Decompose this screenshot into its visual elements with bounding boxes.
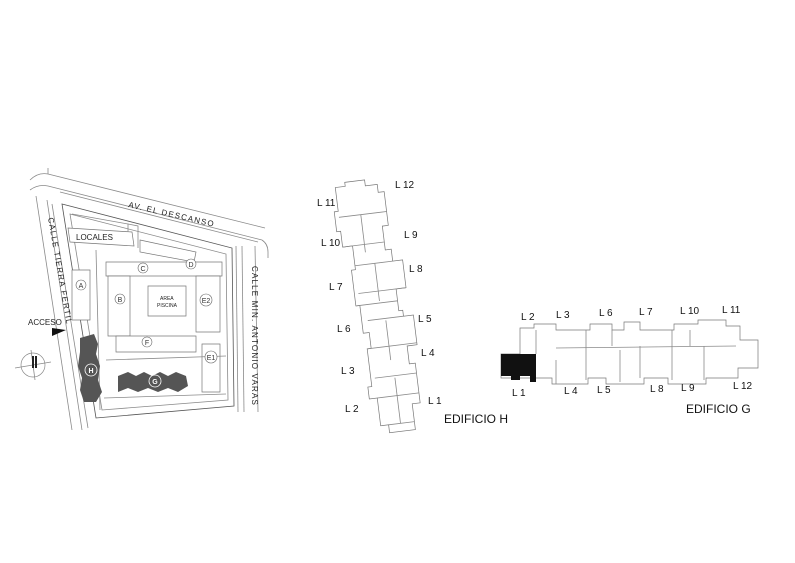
block-f-marker: F xyxy=(141,336,153,348)
block-b-marker: B xyxy=(114,293,126,305)
locales-building xyxy=(67,213,139,248)
unit-g-l4: L 4 xyxy=(564,386,578,397)
unit-g-l8: L 8 xyxy=(650,384,664,395)
block-c-marker: C xyxy=(137,262,149,274)
unit-h-l8: L 8 xyxy=(409,264,423,275)
locales-label: LOCALES xyxy=(76,233,113,242)
unit-h-l12: L 12 xyxy=(395,180,415,191)
unit-h-l1: L 1 xyxy=(428,396,442,407)
svg-text:E1: E1 xyxy=(207,355,216,362)
unit-g-l5: L 5 xyxy=(597,385,611,396)
svg-text:B: B xyxy=(118,297,123,304)
edificio-g-title: EDIFICIO G xyxy=(686,402,751,416)
unit-g-l10: L 10 xyxy=(680,306,700,317)
unit-g-l7: L 7 xyxy=(639,307,653,318)
building-g-footprint: G xyxy=(118,372,188,392)
street-label-east: CALLE MIN. ANTONIO VARAS xyxy=(250,266,259,406)
unit-h-l6: L 6 xyxy=(337,324,351,335)
block-e1-marker: E1 xyxy=(204,350,218,364)
unit-h-l10: L 10 xyxy=(321,238,341,249)
block-e2-marker: E2 xyxy=(199,293,213,307)
access-arrow-icon xyxy=(52,328,66,336)
unit-h-l11: L 11 xyxy=(317,198,336,209)
pool-area-label-2: PISCINA xyxy=(157,303,178,309)
unit-h-l5: L 5 xyxy=(418,314,432,325)
edificio-g-plan: L 2 L 3 L 6 L 7 L 10 L 11 L 1 L 4 L 5 L … xyxy=(500,305,759,416)
unit-g-l9: L 9 xyxy=(681,383,695,394)
pool-area-label: AREA xyxy=(160,296,174,302)
block-d-marker: D xyxy=(185,258,197,270)
svg-text:A: A xyxy=(79,283,84,290)
unit-g-l3: L 3 xyxy=(556,310,570,321)
block-a-marker: A xyxy=(75,279,87,291)
unit-g-l12: L 12 xyxy=(733,381,753,392)
access-label: ACCESO xyxy=(28,318,62,327)
building-h-footprint: H xyxy=(78,334,102,402)
unit-h-l4: L 4 xyxy=(421,348,435,359)
highlighted-unit-l1 xyxy=(501,354,536,382)
unit-g-l2: L 2 xyxy=(521,312,535,323)
road-calle-antonio-varas xyxy=(235,245,259,413)
svg-text:C: C xyxy=(140,266,145,273)
edificio-h-plan: L 11 L 12 L 10 L 9 L 8 L 7 L 5 L 6 L 4 L… xyxy=(317,179,508,434)
unit-g-l11: L 11 xyxy=(722,305,741,316)
north-compass-icon xyxy=(14,349,52,381)
svg-text:E2: E2 xyxy=(202,298,211,305)
road-av-el-descanso xyxy=(29,168,269,258)
block-g-label: G xyxy=(152,379,158,386)
svg-text:D: D xyxy=(188,262,193,269)
unit-g-l1: L 1 xyxy=(512,388,526,399)
unit-h-l9: L 9 xyxy=(404,230,418,241)
unit-h-l3: L 3 xyxy=(341,366,355,377)
site-plan: AV. EL DESCANSO CALLE TIERRA FERTIL CALL… xyxy=(14,168,269,431)
unit-h-l2: L 2 xyxy=(345,404,359,415)
unit-g-l6: L 6 xyxy=(599,308,613,319)
block-h-label: H xyxy=(88,368,93,375)
unit-h-l7: L 7 xyxy=(329,282,343,293)
edificio-h-title: EDIFICIO H xyxy=(444,412,508,426)
svg-text:F: F xyxy=(145,340,149,347)
